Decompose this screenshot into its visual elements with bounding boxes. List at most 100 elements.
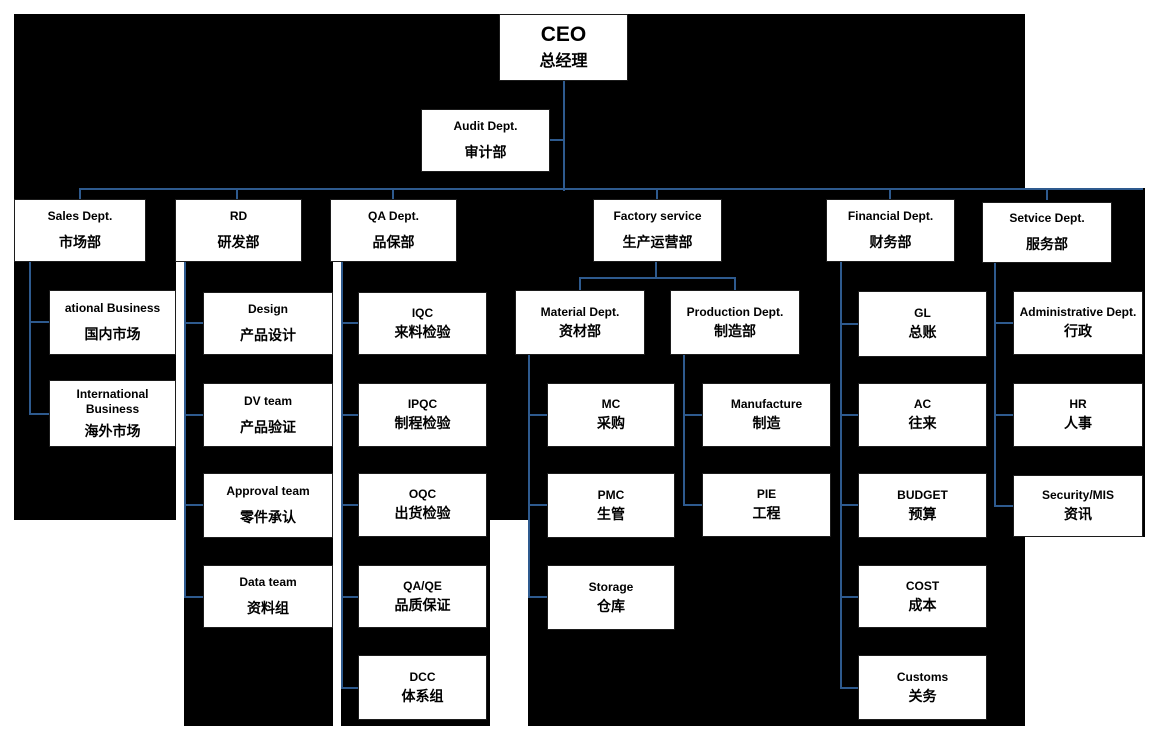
node-audit-label-zh: 审计部 (464, 144, 507, 161)
node-ceo: CEO 总经理 (499, 14, 628, 81)
node-iqc-label-zh: 来料检验 (394, 323, 451, 340)
node-qaqe-label-en: QA/QE (403, 578, 442, 593)
node-iqc-label-en: IQC (411, 305, 434, 320)
node-approval-label-en: Approval team (226, 484, 310, 499)
connector-qa-stub-5 (341, 687, 358, 689)
node-cost-label-en: COST (905, 578, 940, 593)
node-hr-label-zh: 人事 (1064, 415, 1092, 432)
node-budget: BUDGET 预算 (858, 473, 987, 538)
node-national-business: ational Business 国内市场 (49, 290, 176, 355)
node-mc-label-zh: 采购 (597, 415, 625, 432)
node-gl-label-en: GL (914, 306, 931, 321)
node-gl-label-zh: 总账 (908, 324, 937, 341)
node-security-label-en: Security/MIS (1041, 488, 1115, 503)
node-ac-label-en: AC (913, 397, 932, 412)
connector-rd-stub-1 (184, 322, 203, 324)
connector-factory-stem (655, 262, 657, 279)
node-qaqe-label-zh: 品质保证 (394, 596, 451, 613)
connector-financial-stub-3 (840, 504, 858, 506)
connector-qa-stub-3 (341, 504, 358, 506)
node-rd-dept: RD 研发部 (175, 199, 302, 262)
node-financial-label-zh: 财务部 (869, 234, 912, 251)
connector-material-stub-2 (528, 504, 547, 506)
connector-service-stub-3 (994, 505, 1013, 507)
node-audit-dept: Audit Dept. 审计部 (421, 109, 550, 172)
connector-qa-elbow (341, 262, 343, 689)
node-cost-label-zh: 成本 (908, 596, 937, 613)
node-budget-label-en: BUDGET (897, 487, 948, 502)
connector-rd-stub-4 (184, 596, 203, 598)
connector-rd-stub-3 (184, 504, 203, 506)
node-international-label-en: International Business (76, 386, 149, 416)
node-oqc: OQC 出货检验 (358, 473, 487, 537)
node-mc-label-en: MC (601, 397, 621, 412)
connector-production-elbow (683, 355, 685, 506)
node-design-label-en: Design (247, 302, 288, 317)
node-storage-label-zh: 仓库 (597, 597, 625, 614)
connector-drop-financial (889, 188, 891, 200)
node-hr-label-en: HR (1069, 397, 1087, 412)
connector-main-rail (79, 188, 1143, 190)
connector-qa-stub-1 (341, 322, 358, 324)
connector-drop-qa (392, 188, 394, 200)
node-data-team-label-zh: 资料组 (247, 600, 289, 617)
connector-audit-branch (550, 139, 565, 141)
connector-material-stub-1 (528, 414, 547, 416)
connector-drop-rd (236, 188, 238, 200)
node-administrative-dept: Administrative Dept. 行政 (1013, 291, 1143, 355)
node-factory-service-dept: Factory service 生产运营部 (593, 199, 722, 262)
connector-rd-elbow (184, 262, 186, 598)
connector-drop-service (1046, 188, 1048, 200)
node-admin-label-en: Administrative Dept. (1019, 305, 1137, 320)
node-factory-label-en: Factory service (613, 209, 702, 224)
connector-rd-stub-2 (184, 414, 203, 416)
connector-service-stub-2 (994, 414, 1013, 416)
node-mc: MC 采购 (547, 383, 675, 447)
node-material-label-zh: 资材部 (559, 322, 601, 339)
node-material-dept: Material Dept. 资材部 (515, 290, 645, 355)
node-production-label-zh: 制造部 (714, 322, 756, 339)
node-manufacture-label-en: Manufacture (730, 397, 803, 412)
node-storage: Storage 仓库 (547, 565, 675, 630)
node-pie-label-zh: 工程 (752, 505, 781, 522)
node-gl: GL 总账 (858, 291, 987, 357)
node-admin-label-zh: 行政 (1064, 323, 1092, 340)
node-dcc-label-zh: 体系组 (401, 687, 444, 704)
node-production-label-en: Production Dept. (686, 304, 784, 319)
node-sales-dept: Sales Dept. 市场部 (14, 199, 146, 262)
node-ipqc: IPQC 制程检验 (358, 383, 487, 447)
node-iqc: IQC 来料检验 (358, 292, 487, 355)
node-qa-label-en: QA Dept. (368, 209, 419, 224)
node-pie-label-en: PIE (756, 487, 777, 502)
connector-financial-stub-4 (840, 596, 858, 598)
node-service-label-en: Setvice Dept. (1009, 211, 1085, 226)
node-oqc-label-en: OQC (408, 487, 437, 502)
connector-factory-rail (579, 277, 736, 279)
node-national-label-en: ational Business (64, 301, 161, 316)
connector-ceo-stem (563, 81, 565, 191)
node-manufacture-label-zh: 制造 (752, 415, 781, 432)
node-financial-label-en: Financial Dept. (847, 209, 934, 224)
node-data-team: Data team 资料组 (203, 565, 333, 628)
node-dv-team: DV team 产品验证 (203, 383, 333, 447)
node-qaqe: QA/QE 品质保证 (358, 565, 487, 628)
node-design: Design 产品设计 (203, 292, 333, 355)
node-ac: AC 往来 (858, 383, 987, 447)
node-rd-label-zh: 研发部 (217, 234, 260, 251)
node-sales-label-zh: 市场部 (59, 234, 101, 251)
connector-production-stub-1 (683, 414, 702, 416)
node-material-label-en: Material Dept. (540, 304, 620, 319)
connector-drop-material (579, 277, 581, 291)
node-manufacture: Manufacture 制造 (702, 383, 831, 447)
node-data-team-label-en: Data team (239, 575, 297, 590)
connector-drop-production (734, 277, 736, 291)
node-dcc: DCC 体系组 (358, 655, 487, 720)
connector-qa-stub-2 (341, 414, 358, 416)
connector-sales-stub-2 (29, 413, 49, 415)
connector-material-stub-3 (528, 596, 547, 598)
node-customs-label-zh: 关务 (908, 687, 937, 704)
node-qa-label-zh: 品保部 (372, 234, 415, 251)
node-dv-label-zh: 产品验证 (240, 418, 296, 435)
node-international-label-zh: 海外市场 (84, 422, 141, 439)
